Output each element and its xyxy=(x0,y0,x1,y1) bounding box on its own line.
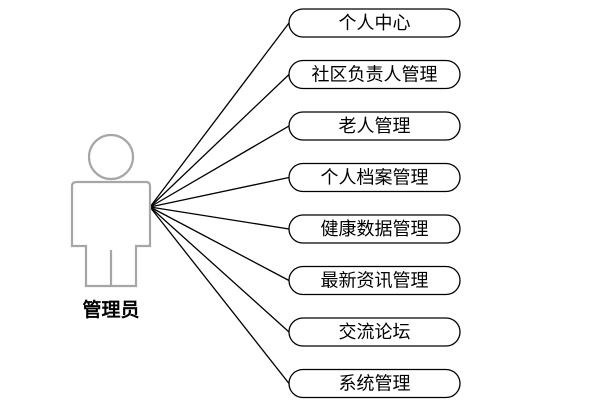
use-case-elderly-management: 老人管理 xyxy=(288,111,461,141)
use-case-forum: 交流论坛 xyxy=(288,317,461,347)
use-case-shape xyxy=(288,214,461,244)
association-lines xyxy=(149,22,290,384)
use-case-personal-center: 个人中心 xyxy=(288,8,461,38)
person-icon xyxy=(70,133,152,288)
use-case-system-management: 系统管理 xyxy=(288,368,461,399)
use-case-health-data-management: 健康数据管理 xyxy=(288,214,461,244)
association-line-community-manager-management xyxy=(149,74,290,208)
association-line-elderly-management xyxy=(149,125,290,208)
use-case-shape xyxy=(288,111,461,141)
use-case-personal-file-management: 个人档案管理 xyxy=(288,162,461,193)
use-case-label: 个人中心 xyxy=(339,13,411,34)
use-case-label: 最新资讯管理 xyxy=(321,271,429,292)
use-case-label: 老人管理 xyxy=(339,116,411,137)
use-case-shape xyxy=(288,162,461,193)
use-case-shape xyxy=(288,368,461,399)
use-case-list: 个人中心社区负责人管理老人管理个人档案管理健康数据管理最新资讯管理交流论坛系统管… xyxy=(288,8,461,399)
association-line-latest-news-management xyxy=(149,206,290,282)
use-case-shape xyxy=(288,265,461,296)
use-case-label: 系统管理 xyxy=(339,374,411,395)
association-line-forum xyxy=(149,206,290,333)
use-case-label: 社区负责人管理 xyxy=(312,65,438,86)
use-case-label: 个人档案管理 xyxy=(321,168,429,189)
use-case-community-manager-management: 社区负责人管理 xyxy=(288,59,461,90)
use-case-label: 健康数据管理 xyxy=(321,219,429,240)
association-line-personal-file-management xyxy=(149,176,290,208)
use-case-label: 交流论坛 xyxy=(339,322,411,343)
association-line-system-management xyxy=(149,206,290,384)
actor: 管理员 xyxy=(70,133,152,321)
use-case-latest-news-management: 最新资讯管理 xyxy=(288,265,461,296)
use-case-shape xyxy=(288,59,461,90)
association-line-personal-center xyxy=(149,22,290,208)
use-case-shape xyxy=(288,8,461,38)
actor-label: 管理员 xyxy=(82,298,139,321)
association-line-health-data-management xyxy=(149,206,290,230)
use-case-shape xyxy=(288,317,461,347)
